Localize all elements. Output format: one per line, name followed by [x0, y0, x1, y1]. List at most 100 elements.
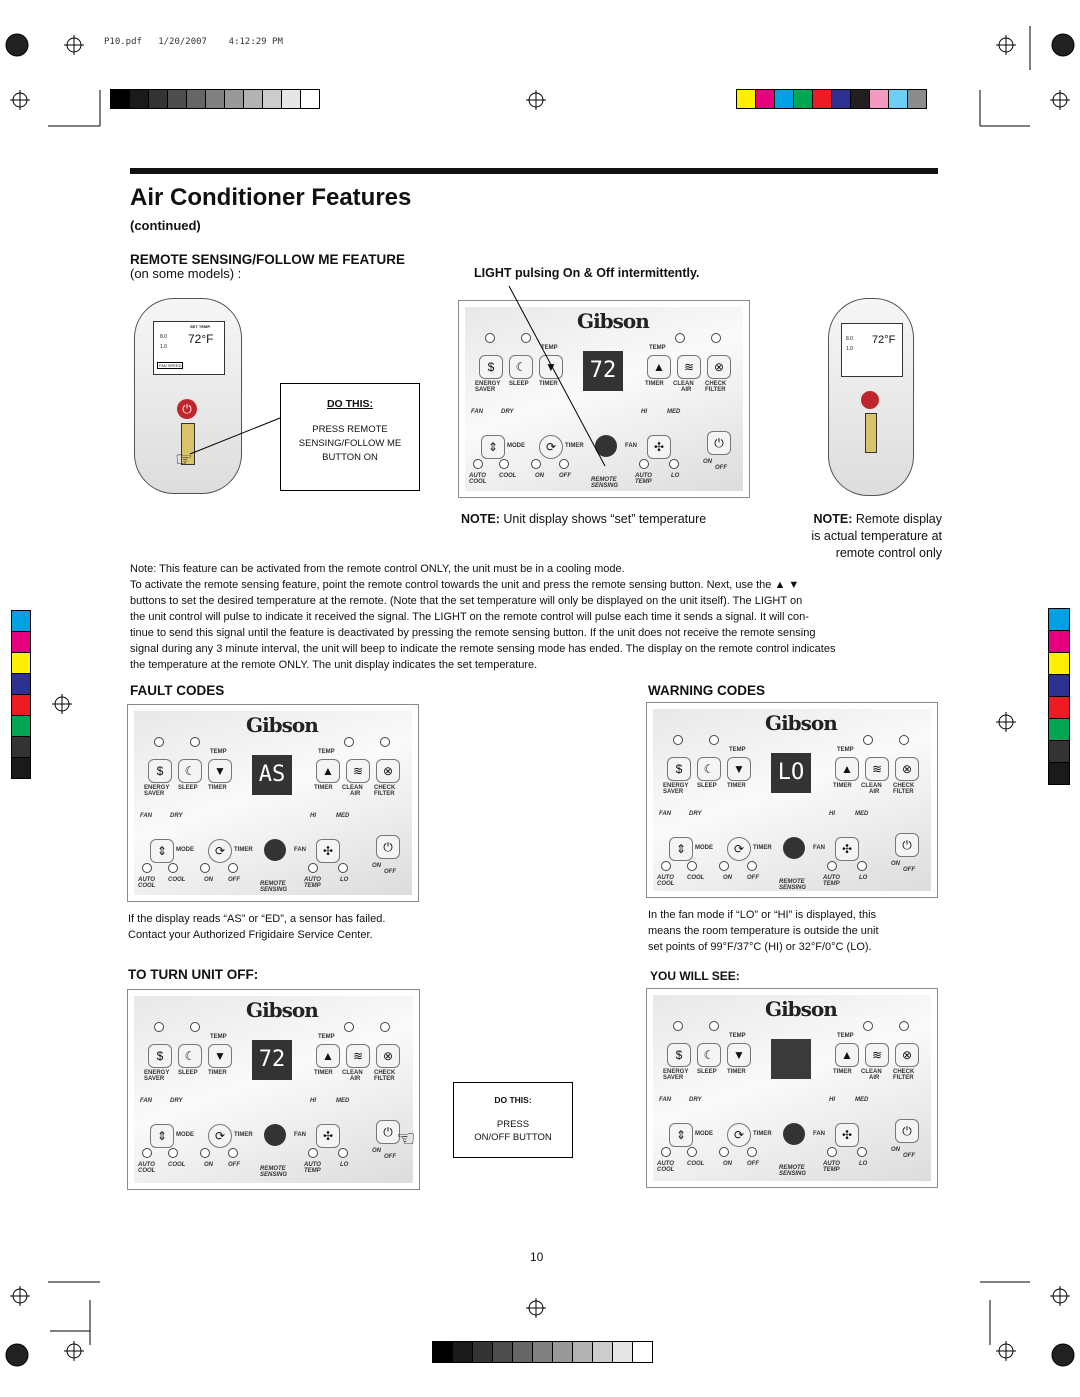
- temp-down-button[interactable]: ▼: [208, 759, 232, 783]
- timer-button[interactable]: ⟳: [208, 1124, 232, 1148]
- color-swatch: [736, 89, 756, 109]
- remote-label: REMOTE: [260, 881, 286, 887]
- indicator-light: [711, 333, 721, 343]
- timer-label: TIMER: [727, 783, 746, 789]
- color-swatch: [755, 89, 775, 109]
- clean-air-button[interactable]: ≋: [865, 757, 889, 781]
- temp-up-button[interactable]: ▲: [647, 355, 671, 379]
- fan-button[interactable]: ✣: [316, 839, 340, 863]
- energy-label: ENERGY: [144, 785, 170, 791]
- temp-up-button[interactable]: ▲: [316, 759, 340, 783]
- indicator-light: [719, 861, 729, 871]
- check-filter-button[interactable]: ⊗: [707, 355, 731, 379]
- saver-label: SAVER: [663, 1075, 684, 1081]
- temp-down-button[interactable]: ▼: [539, 355, 563, 379]
- power-button[interactable]: ⏻: [895, 1119, 919, 1143]
- timer-button[interactable]: ⟳: [727, 837, 751, 861]
- indicator-light: [142, 1148, 152, 1158]
- remote-arrow-buttons[interactable]: [181, 423, 195, 465]
- temp-label: TEMP: [304, 1168, 321, 1174]
- mode-button[interactable]: ⇕: [669, 1123, 693, 1147]
- sleep-button[interactable]: ☾: [509, 355, 533, 379]
- unit-panel-fault: Gibson TEMP TEMP $ ☾ ▼ AS ▲ ≋ ⊗ ENERGY S…: [127, 704, 419, 902]
- check-filter-button[interactable]: ⊗: [895, 757, 919, 781]
- mode-button[interactable]: ⇕: [150, 1124, 174, 1148]
- check-filter-button[interactable]: ⊗: [376, 759, 400, 783]
- color-swatch: [11, 757, 31, 779]
- dry-label: DRY: [501, 409, 514, 415]
- sleep-button[interactable]: ☾: [697, 757, 721, 781]
- timer-button[interactable]: ⟳: [727, 1123, 751, 1147]
- temp-down-button[interactable]: ▼: [727, 757, 751, 781]
- clean-air-button[interactable]: ≋: [346, 759, 370, 783]
- remote-right-power[interactable]: [861, 391, 879, 409]
- off-label: OFF: [903, 867, 915, 873]
- temp-up-button[interactable]: ▲: [835, 757, 859, 781]
- energy-saver-button[interactable]: $: [667, 1043, 691, 1067]
- sleep-label: SLEEP: [697, 1069, 717, 1075]
- title-bar: [130, 168, 938, 174]
- para-line-2: buttons to set the desired temperature a…: [130, 595, 803, 607]
- power-button[interactable]: ⏻: [895, 833, 919, 857]
- temp-label: TEMP: [649, 345, 666, 351]
- fan-button[interactable]: ✣: [835, 1123, 859, 1147]
- indicator-light: [747, 1147, 757, 1157]
- timer-label: TIMER: [833, 783, 852, 789]
- hi-label: HI: [310, 1098, 316, 1104]
- energy-saver-button[interactable]: $: [148, 759, 172, 783]
- dry-label: DRY: [170, 1098, 183, 1104]
- power-button[interactable]: ⏻: [376, 1120, 400, 1144]
- mode-label: MODE: [176, 847, 194, 853]
- check-filter-button[interactable]: ⊗: [376, 1044, 400, 1068]
- power-button[interactable]: ⏻: [376, 835, 400, 859]
- check-filter-button[interactable]: ⊗: [895, 1043, 919, 1067]
- remote-label: REMOTE: [591, 477, 617, 483]
- remote-power-button[interactable]: ⏻: [177, 399, 197, 419]
- fan-label: FAN: [813, 1131, 825, 1137]
- remote-control-right: 72°F 8.0 1.0: [828, 298, 914, 496]
- remote-right-arrows[interactable]: [865, 413, 877, 453]
- on-label: ON: [723, 1161, 732, 1167]
- cool-label: COOL: [138, 1168, 156, 1174]
- on-label: ON: [891, 861, 900, 867]
- fan-label: FAN: [813, 845, 825, 851]
- energy-saver-button[interactable]: $: [479, 355, 503, 379]
- temp-down-button[interactable]: ▼: [208, 1044, 232, 1068]
- clean-air-button[interactable]: ≋: [865, 1043, 889, 1067]
- fan-button[interactable]: ✣: [316, 1124, 340, 1148]
- color-swatch: [186, 89, 206, 109]
- brand-logo: Gibson: [577, 309, 650, 333]
- clean-air-button[interactable]: ≋: [677, 355, 701, 379]
- check-label: CHECK: [374, 1070, 396, 1076]
- temp-down-button[interactable]: ▼: [727, 1043, 751, 1067]
- color-swatch: [1048, 740, 1070, 763]
- remote-label: REMOTE: [260, 1166, 286, 1172]
- indicator-light: [531, 459, 541, 469]
- energy-saver-button[interactable]: $: [148, 1044, 172, 1068]
- mode-button[interactable]: ⇕: [150, 839, 174, 863]
- sleep-button[interactable]: ☾: [178, 759, 202, 783]
- indicator-light: [827, 1147, 837, 1157]
- on-label: ON: [372, 863, 381, 869]
- color-swatch: [774, 89, 794, 109]
- sleep-button[interactable]: ☾: [178, 1044, 202, 1068]
- energy-saver-button[interactable]: $: [667, 757, 691, 781]
- clean-air-button[interactable]: ≋: [346, 1044, 370, 1068]
- temp-up-button[interactable]: ▲: [316, 1044, 340, 1068]
- fan-button[interactable]: ✣: [835, 837, 859, 861]
- fan-button[interactable]: ✣: [647, 435, 671, 459]
- warning-text: In the fan mode if “LO” or “HI” is displ…: [648, 907, 879, 955]
- mode-button[interactable]: ⇕: [481, 435, 505, 459]
- timer-button[interactable]: ⟳: [208, 839, 232, 863]
- mode-label: MODE: [507, 443, 525, 449]
- power-button[interactable]: ⏻: [707, 431, 731, 455]
- on-label: ON: [703, 459, 712, 465]
- unit-panel-turn-off: Gibson TEMP TEMP $ ☾ ▼ 72 ▲ ≋ ⊗ ENERGY S…: [127, 989, 420, 1190]
- timer-button[interactable]: ⟳: [539, 435, 563, 459]
- sleep-button[interactable]: ☾: [697, 1043, 721, 1067]
- color-swatch: [167, 89, 187, 109]
- mode-button[interactable]: ⇕: [669, 837, 693, 861]
- timer-label: TIMER: [539, 381, 558, 387]
- temp-up-button[interactable]: ▲: [835, 1043, 859, 1067]
